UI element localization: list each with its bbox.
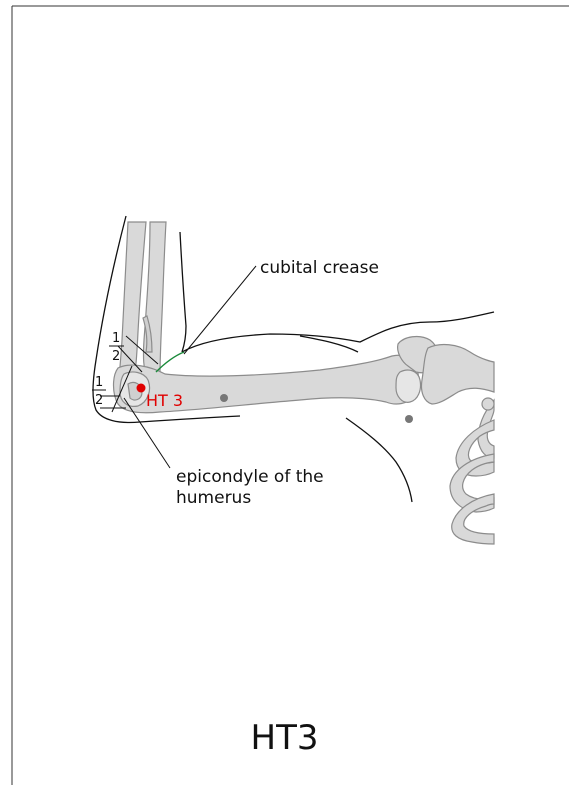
reference-dot-axilla [405, 415, 413, 423]
label-cubital-crease: cubital crease [260, 258, 379, 278]
shoulder-bones [396, 337, 494, 404]
label-epicondyle-line1: epicondyle of the [176, 467, 324, 487]
fraction-left-numerator: 1 [95, 375, 103, 390]
fraction-left-denominator: 2 [95, 393, 103, 408]
ribcage [450, 398, 494, 544]
label-epicondyle-line2: humerus [176, 488, 251, 508]
fraction-top-denominator: 2 [112, 349, 120, 364]
acupoint-ht3-marker [137, 384, 146, 393]
footer-title: HT3 [0, 718, 569, 758]
reference-dot-upper-arm [220, 394, 228, 402]
fraction-top-numerator: 1 [112, 331, 120, 346]
fraction-left: 1 2 [92, 375, 106, 408]
label-acupoint-ht3: HT 3 [146, 391, 183, 410]
